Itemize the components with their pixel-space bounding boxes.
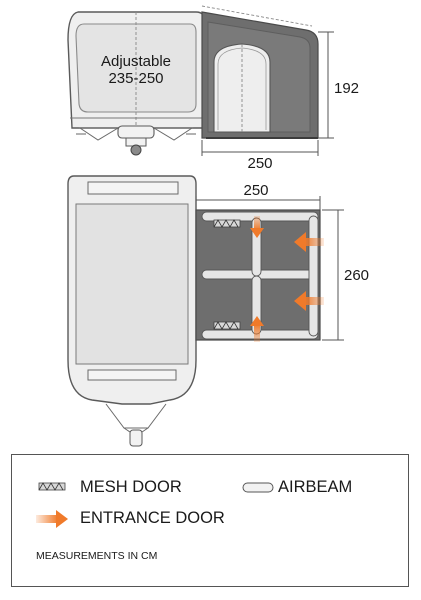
- caravan-side-outline: [67, 11, 206, 156]
- legend-box: [11, 454, 409, 587]
- legend-measurements-note: MEASUREMENTS IN CM: [36, 550, 158, 562]
- height-label: 192: [334, 80, 359, 97]
- caravan-plan-outline: [67, 175, 197, 447]
- caravan-label-range: 235-250: [108, 70, 163, 87]
- caravan-label-adjustable: Adjustable: [101, 53, 171, 70]
- top-depth-label: 260: [344, 267, 369, 284]
- airbeam-front: [308, 215, 319, 337]
- entrance-arrow-bottom-side: [250, 316, 264, 342]
- awning-plan: [195, 209, 324, 342]
- mesh-door-bottom: [213, 321, 241, 330]
- legend-airbeam: AIRBEAM: [278, 478, 353, 496]
- entrance-door-arrow-icon: [36, 510, 68, 528]
- side-depth-dimension: [201, 140, 319, 156]
- airbeam-icon: [242, 482, 274, 493]
- legend-mesh-door: MESH DOOR: [80, 478, 182, 496]
- entrance-arrow-front-upper: [294, 232, 324, 252]
- top-width-dimension: [195, 196, 321, 210]
- mesh-door-icon: [38, 482, 66, 491]
- side-view: Adjustable 235-250 192 250: [67, 5, 359, 172]
- legend-entrance-door: ENTRANCE DOOR: [80, 509, 225, 527]
- top-width-label: 250: [243, 182, 268, 199]
- entrance-arrow-front-lower: [294, 291, 324, 311]
- top-view: 250 260: [67, 175, 369, 447]
- height-dimension: [318, 31, 334, 139]
- side-depth-label: 250: [247, 155, 272, 172]
- awning-side-profile: [201, 5, 319, 139]
- top-depth-dimension: [322, 209, 344, 341]
- mesh-door-top: [213, 219, 241, 228]
- entrance-arrow-top-side: [250, 216, 264, 238]
